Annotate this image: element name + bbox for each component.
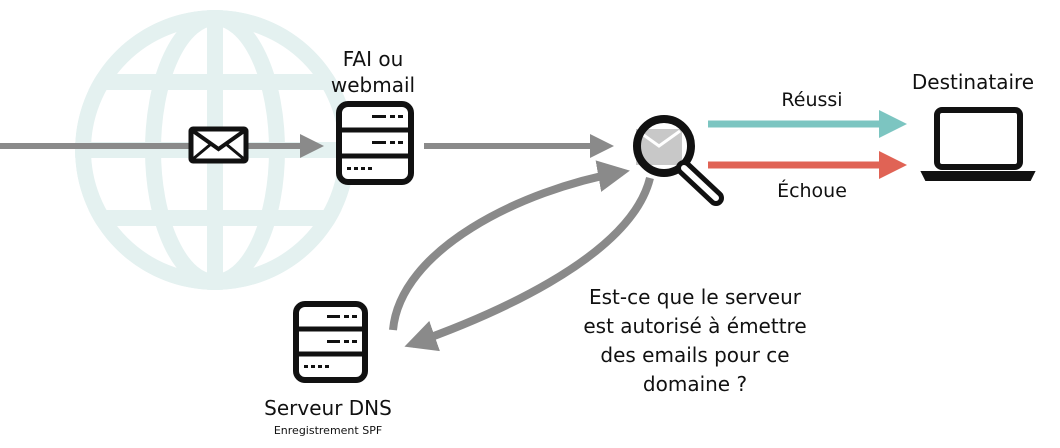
question-line-4: domaine ?: [642, 372, 748, 396]
isp-label-line1: FAI ou: [342, 47, 404, 71]
magnifier-envelope-icon: [633, 115, 724, 206]
isp-label-line2: webmail: [330, 73, 416, 97]
isp-server-icon: [336, 101, 414, 185]
spf-record-label: Enregistrement SPF: [273, 424, 383, 437]
laptop-icon: [920, 107, 1036, 181]
question-line-1: Est-ce que le serveur: [588, 285, 801, 309]
question-line-2: est autorisé à émettre: [583, 314, 807, 338]
envelope-icon: [188, 126, 249, 164]
dns-server-icon: [293, 301, 368, 383]
dns-server-label: Serveur DNS: [264, 396, 392, 420]
isp-label: FAI ou webmail: [318, 46, 428, 98]
failure-label: Échoue: [777, 180, 847, 202]
recipient-label: Destinataire: [911, 70, 1035, 94]
success-label: Réussi: [781, 89, 843, 111]
dns-response-arrow: [389, 160, 630, 331]
dns-query-arrow: [404, 176, 654, 352]
spf-question-text: Est-ce que le serveur est autorisé à éme…: [540, 283, 850, 399]
question-line-3: des emails pour ce: [600, 343, 790, 367]
